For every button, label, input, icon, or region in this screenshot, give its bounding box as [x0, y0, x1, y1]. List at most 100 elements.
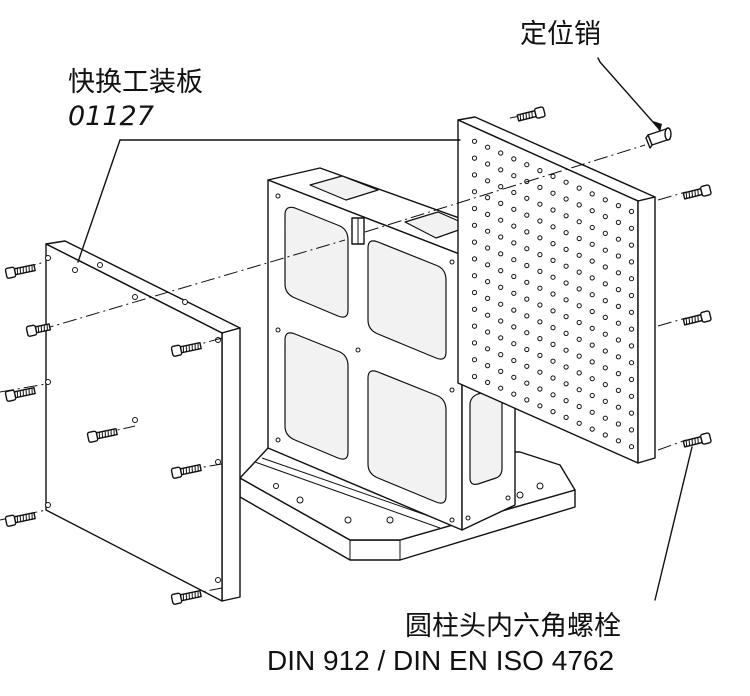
socket-head-bolts [4, 106, 712, 605]
grid-hole [498, 301, 504, 307]
grid-hole [602, 230, 608, 236]
bolt-standard-label: DIN 912 / DIN EN ISO 4762 [267, 645, 615, 676]
grid-hole [576, 387, 582, 393]
grid-hole [550, 409, 556, 415]
grid-hole [563, 398, 569, 404]
grid-hole [589, 275, 595, 281]
grid-hole [524, 262, 530, 269]
grid-hole [563, 314, 569, 320]
grid-hole [524, 296, 530, 302]
grid-hole [615, 203, 622, 209]
grid-hole [628, 360, 635, 366]
grid-hole [602, 314, 608, 320]
grid-hole [471, 189, 478, 195]
quick-change-plate-label: 快换工装板 [68, 67, 203, 98]
grid-hole [511, 206, 517, 212]
grid-hole [615, 236, 622, 242]
grid-hole [563, 381, 569, 387]
grid-hole [471, 340, 478, 346]
grid-hole [485, 312, 491, 318]
grid-hole [471, 323, 478, 329]
grid-hole [537, 336, 543, 342]
grid-hole [576, 252, 582, 258]
bolt-icon [4, 386, 36, 402]
grid-hole [537, 285, 543, 291]
bolt-icon [682, 310, 712, 326]
grid-hole [615, 219, 622, 225]
bolt-icon [170, 341, 202, 357]
grid-hole [550, 358, 556, 364]
grid-hole [485, 363, 491, 369]
grid-hole [576, 353, 582, 359]
grid-hole [550, 392, 556, 398]
grid-hole [537, 201, 543, 207]
grid-hole [550, 325, 556, 331]
grid-hole [589, 292, 595, 298]
grid-hole [511, 357, 517, 364]
grid-hole [589, 342, 595, 348]
grid-hole [524, 330, 530, 336]
grid-hole [550, 341, 556, 347]
grid-hole [485, 245, 491, 251]
grid-hole [550, 224, 556, 230]
grid-hole [498, 284, 504, 290]
grid-hole [550, 375, 556, 381]
bolt-icon [4, 263, 36, 279]
grid-hole [628, 444, 635, 450]
grid-hole [576, 235, 582, 242]
grid-hole [498, 318, 504, 324]
grid-hole [524, 380, 530, 386]
grid-hole [537, 252, 543, 258]
grid-hole [511, 273, 517, 280]
grid-hole [615, 253, 622, 259]
grid-hole [563, 347, 569, 353]
grid-hole [537, 302, 543, 308]
grid-hole [471, 306, 478, 312]
grid-hole [589, 224, 595, 231]
grid-hole [602, 264, 608, 270]
grid-hole [589, 258, 595, 264]
grid-hole [563, 414, 569, 420]
grid-hole [563, 364, 569, 370]
callout-leaders [77, 57, 693, 601]
locating-pin-label: 定位销 [520, 19, 601, 50]
grid-hole [511, 173, 517, 179]
grid-hole [576, 202, 582, 208]
grid-hole [524, 313, 530, 319]
grid-hole [511, 223, 517, 229]
grid-hole [589, 426, 595, 432]
grid-hole [628, 242, 635, 248]
grid-hole [576, 420, 582, 426]
grid-hole [576, 336, 582, 342]
grid-hole [498, 150, 504, 156]
grid-hole [471, 155, 478, 161]
grid-hole [628, 326, 635, 332]
grid-hole [550, 207, 556, 213]
grid-hole [615, 303, 622, 309]
grid-hole [498, 234, 504, 240]
grid-hole [589, 359, 595, 365]
grid-hole [628, 376, 635, 383]
bolt-icon [682, 432, 712, 448]
grid-hole [485, 329, 491, 335]
grid-hole [602, 415, 608, 421]
grid-hole [524, 162, 530, 168]
grid-hole [602, 247, 608, 253]
grid-hole [498, 352, 504, 358]
grid-hole [589, 191, 595, 197]
grid-hole [471, 138, 478, 144]
bolt-icon [25, 323, 51, 337]
grid-hole [628, 292, 635, 299]
grid-hole [576, 370, 582, 376]
grid-hole [537, 352, 543, 358]
grid-hole [602, 382, 608, 388]
grid-hole [498, 368, 504, 374]
grid-hole [485, 211, 491, 217]
grid-hole [471, 373, 478, 380]
grid-hole [537, 386, 543, 392]
grid-hole [589, 325, 595, 331]
bolt-icon [86, 427, 118, 443]
grid-hole [537, 168, 543, 174]
